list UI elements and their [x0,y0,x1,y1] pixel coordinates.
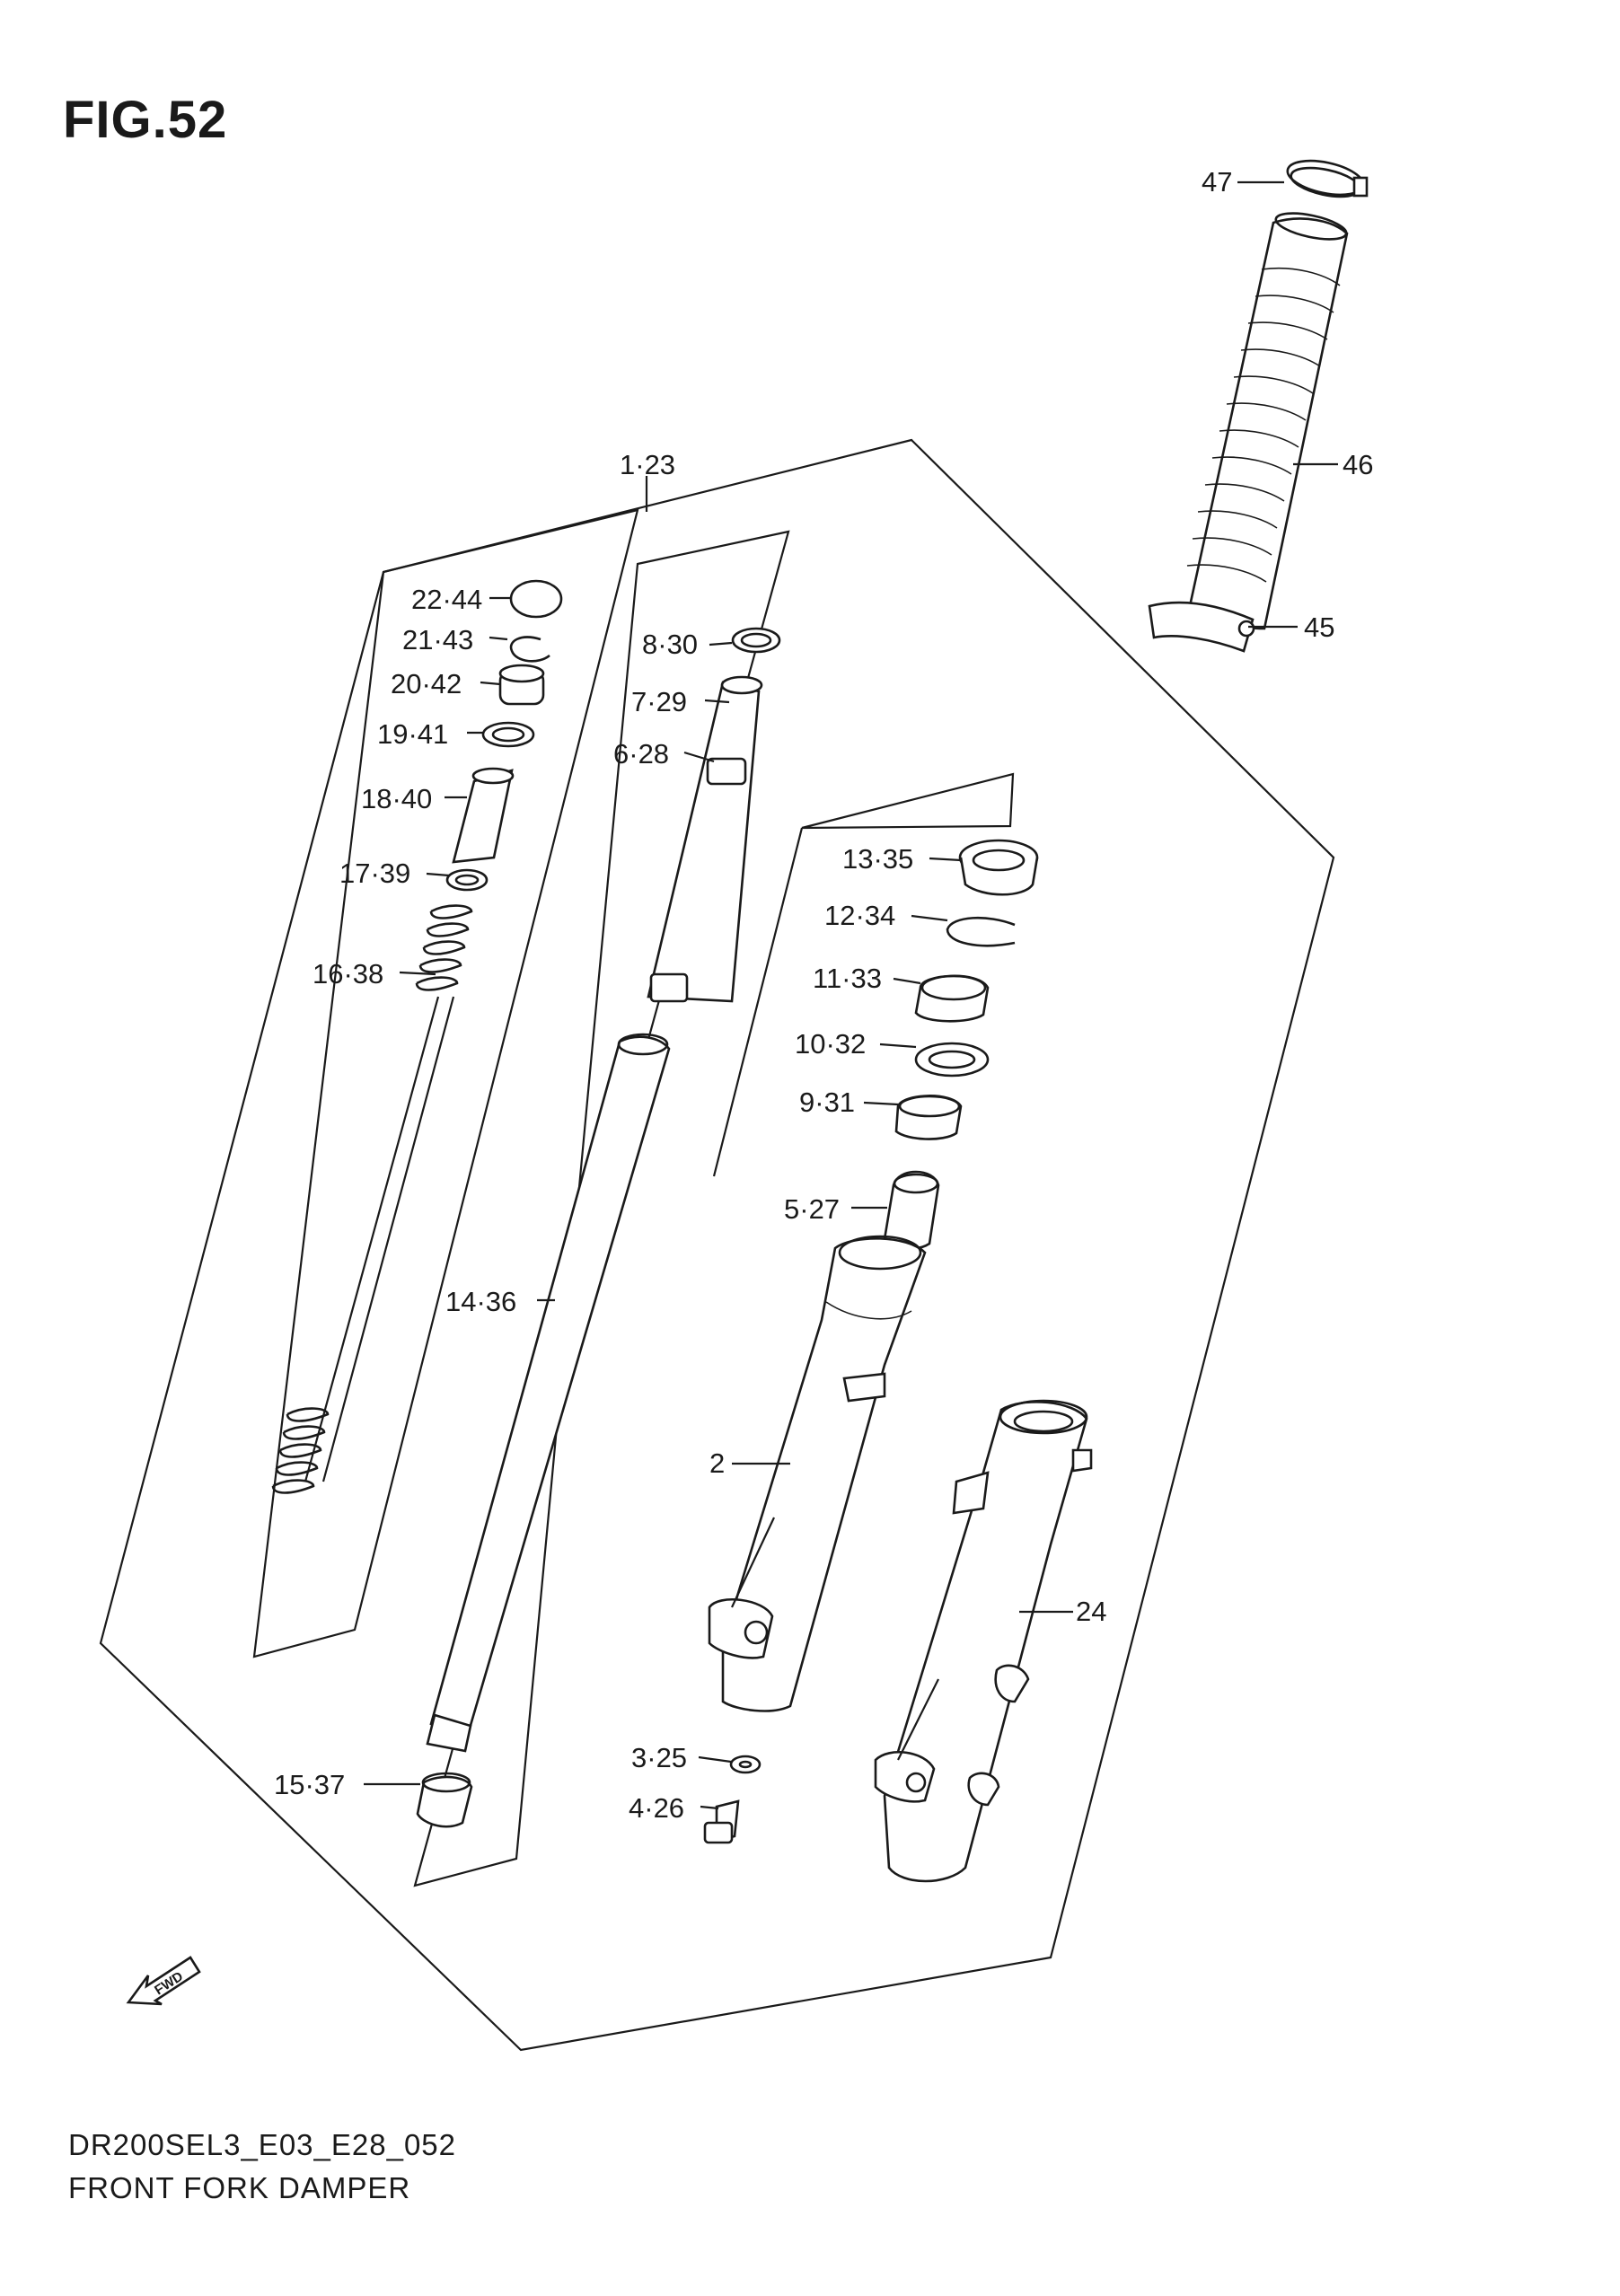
damper-rod [647,627,781,1003]
callout-12-34: 12·34 [824,900,895,931]
panel-outer-tube-group [801,772,1015,830]
figure-code: DR200SEL3_E03_E28_052 [68,2128,457,2161]
callout-24: 24 [1076,1596,1106,1627]
outer-tube-left [708,1235,927,1712]
callout-8-30: 8·30 [642,629,698,660]
callout-45: 45 [1304,611,1334,643]
callout-13-35: 13·35 [842,843,913,875]
outer-tube-right [874,1399,1093,1883]
callout-3-25: 3·25 [631,1742,687,1773]
seal-stack [894,839,1039,1140]
callout-4-26: 4·26 [629,1792,684,1824]
callout-19-41: 19·41 [377,718,448,750]
callout-20-42: 20·42 [391,668,462,699]
top-cap-parts [445,579,563,892]
figure-name: FRONT FORK DAMPER [68,2171,411,2204]
leader-lines [364,180,1338,1810]
callout-18-40: 18·40 [361,783,432,814]
callout-7-29: 7·29 [631,686,687,717]
callout-15-37: 15·37 [274,1769,345,1800]
forward-direction-icon: FWD [126,1956,201,2006]
panel-spring-group [252,508,639,1658]
callout-46: 46 [1343,449,1373,480]
callout-47: 47 [1202,166,1232,198]
callout-17-39: 17·39 [339,858,410,889]
inner-tube [416,1033,671,1828]
callout-10-32: 10·32 [795,1028,866,1060]
callout-1-23: 1·23 [620,449,675,480]
callout-9-31: 9·31 [799,1086,855,1118]
callout-6-28: 6·28 [613,738,669,770]
assembly-outline [99,438,1335,2052]
callout-11-33: 11·33 [813,963,882,994]
washer-and-bolt [703,1755,762,1844]
fork-spring [271,904,473,1494]
callout-16-38: 16·38 [313,958,383,990]
callout-22-44: 22·44 [411,584,482,615]
callout-5-27: 5·27 [784,1193,840,1225]
callout-14-36: 14·36 [445,1286,516,1317]
callout-21-43: 21·43 [402,624,473,655]
fork-boot [1148,159,1369,653]
callout-2: 2 [709,1447,725,1479]
figure-title: FIG.52 [63,91,228,149]
